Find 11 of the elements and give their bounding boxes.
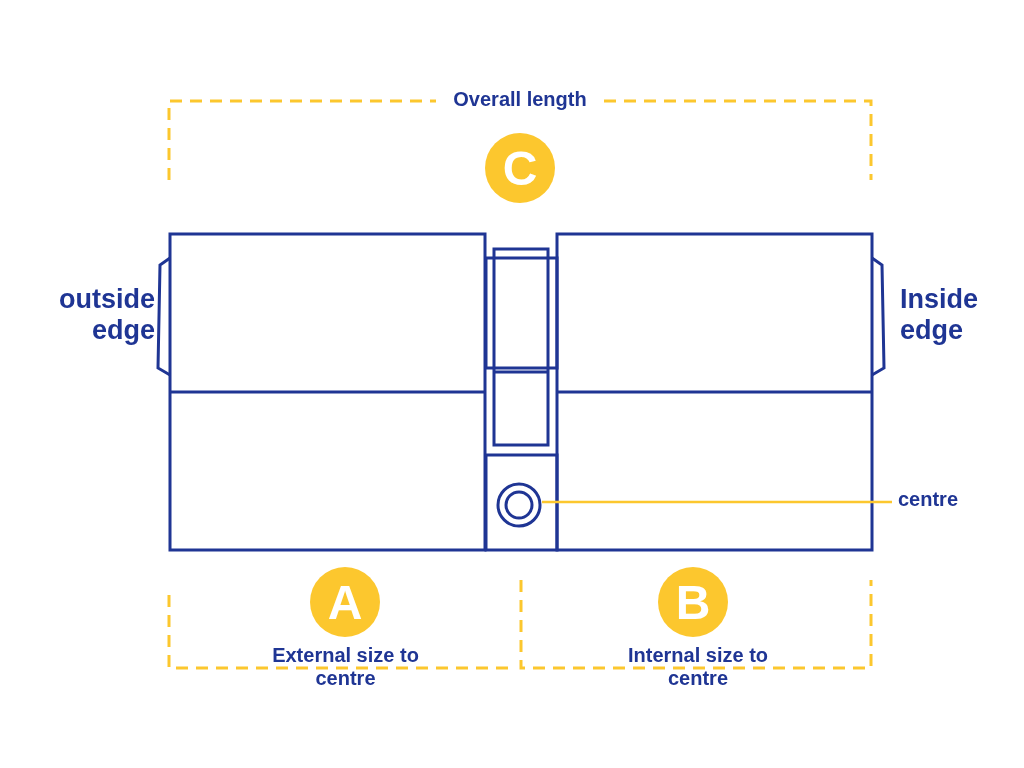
- side-label: outside edge: [58, 284, 155, 347]
- leader-line: [542, 500, 892, 504]
- side-label: Inside edge: [900, 284, 980, 347]
- callout-letter: B: [658, 567, 728, 637]
- centre-hole-icon: [496, 482, 542, 528]
- leader-text: centre: [898, 488, 959, 514]
- dimension-label: Overall length: [452, 88, 588, 111]
- dimension-label: External size to centre: [271, 644, 420, 690]
- callout-letter: C: [485, 133, 555, 203]
- dimension-label: Internal size to centre: [627, 644, 769, 690]
- callout-letter: A: [310, 567, 380, 637]
